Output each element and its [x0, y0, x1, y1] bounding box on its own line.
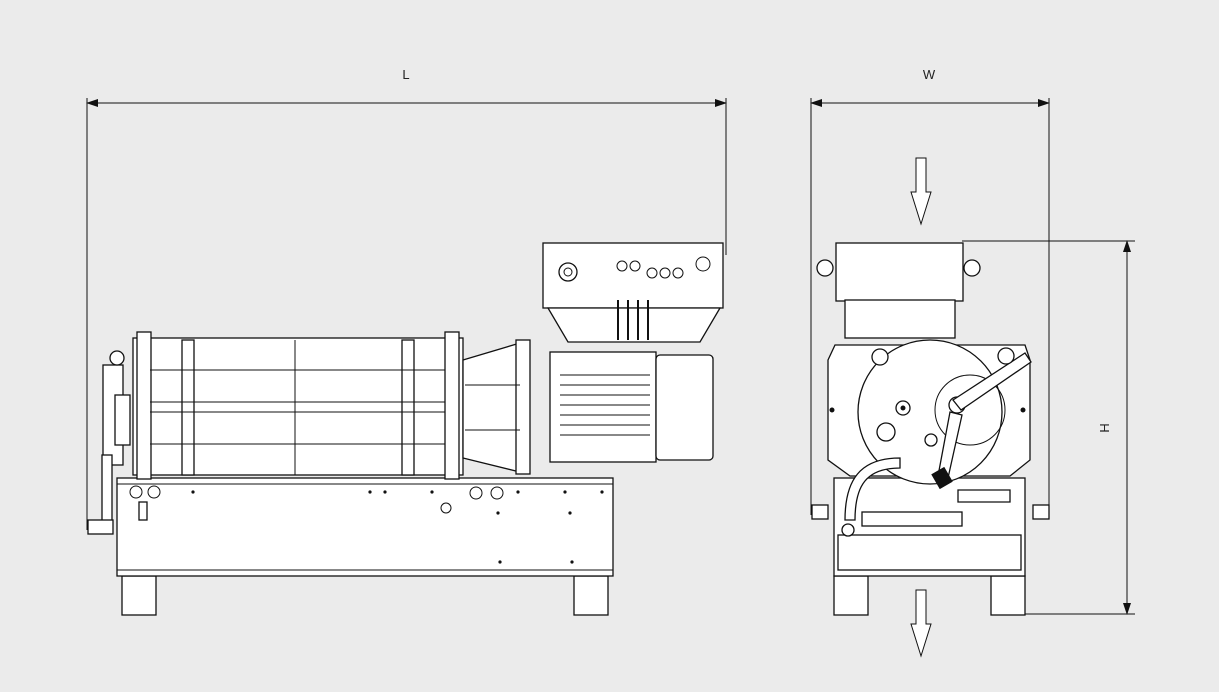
width-label: W	[923, 67, 936, 82]
length-dimension: L	[86, 67, 727, 530]
base-frame	[116, 477, 614, 577]
foot-right	[573, 575, 609, 616]
width-dimension: W	[810, 67, 1050, 515]
height-label: H	[1097, 423, 1112, 432]
outlet-arrow-icon	[910, 589, 932, 658]
front-view	[811, 242, 1050, 616]
length-label: L	[402, 67, 409, 82]
side-view	[87, 242, 724, 616]
height-dimension: H	[962, 240, 1135, 615]
foot-left	[833, 575, 869, 616]
foot-right	[990, 575, 1026, 616]
motor	[549, 351, 657, 463]
inlet-arrow-icon	[910, 157, 932, 226]
foot-left	[121, 575, 157, 616]
